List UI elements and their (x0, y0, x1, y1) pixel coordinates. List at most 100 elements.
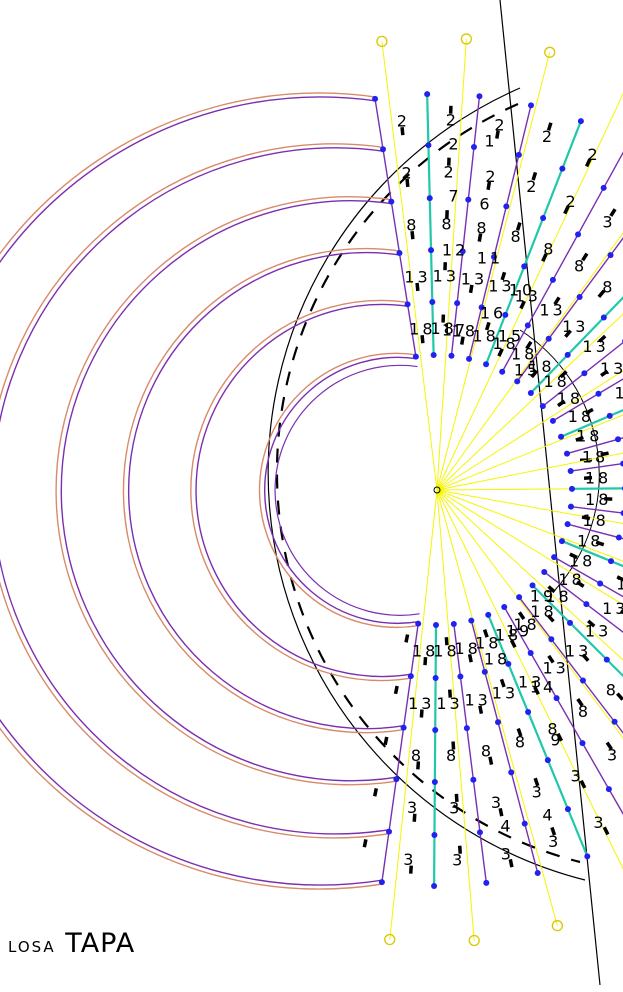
panel-label: 18 (585, 490, 611, 509)
panel-label: 19 (506, 622, 532, 641)
support-line (436, 489, 475, 941)
rebar-mark (564, 329, 572, 338)
beam-node (478, 304, 485, 311)
radial-beam-8 (542, 341, 623, 407)
beam-node (385, 828, 392, 835)
beam-node (605, 786, 612, 793)
panel-label: 19 (530, 587, 556, 606)
radial-beams (374, 94, 623, 886)
beam-node (501, 604, 508, 611)
rebar-mark (423, 656, 428, 666)
beam-node (425, 142, 432, 149)
beam-node (481, 668, 488, 675)
radial-beam-24 (453, 623, 488, 884)
rebar-mark (525, 340, 533, 350)
rebar-mark (416, 761, 421, 770)
support-line (381, 41, 438, 491)
ring-beam-outer-4 (0, 143, 389, 839)
radial-beam-4 (485, 120, 582, 365)
radial-beam-17 (553, 556, 623, 598)
rebar-mark (563, 205, 570, 215)
rebar-mark (419, 709, 424, 718)
beam-node (548, 636, 555, 643)
panel-label: 8 (574, 257, 587, 276)
panel-label: 8 (547, 719, 560, 738)
panel-label: 18 (569, 551, 595, 570)
panel-label: 18 (484, 650, 510, 669)
panel-label: 18 (576, 427, 602, 446)
beam-node (600, 184, 607, 191)
ring-beam-inner-0 (263, 356, 419, 625)
rebar-mark (457, 845, 462, 854)
radial-beam-11 (566, 437, 623, 455)
beam-node (428, 247, 435, 254)
rebar-mark (547, 585, 556, 594)
panel-label: 8 (411, 746, 424, 765)
rebar-mark (460, 336, 465, 345)
beam-node (575, 231, 582, 238)
rebar-mark (533, 777, 540, 787)
support-line (436, 489, 623, 661)
rebar-mark (498, 807, 504, 817)
ring-beam-outer-3 (55, 196, 397, 786)
panel-label: 3 (403, 850, 416, 869)
ring-beam-inner-1 (195, 303, 412, 678)
radial-beam-16 (561, 540, 623, 568)
support-line (436, 313, 623, 491)
panel-label: 16 (480, 304, 506, 323)
ring-beam-outer-2 (122, 247, 404, 734)
rebar-mark (400, 127, 405, 136)
support-line (436, 370, 623, 491)
beam-node (430, 352, 437, 359)
beam-node (606, 412, 613, 419)
beam-node (597, 580, 604, 587)
rebar-mark (547, 654, 555, 664)
beam-node (577, 118, 584, 125)
rebar-mark (484, 321, 491, 331)
panel-label: 2 (542, 127, 555, 146)
beam-node (463, 725, 470, 732)
rebar-mark (609, 208, 617, 217)
rebar-mark (516, 727, 523, 737)
panel-label: 18 (585, 468, 611, 487)
panel-label: 8 (441, 215, 454, 234)
beam-node (476, 829, 483, 836)
beam-node (615, 436, 622, 443)
panel-label: 2 (444, 162, 457, 181)
beam-node (567, 619, 574, 626)
beam-node (527, 650, 534, 657)
beam-node (563, 450, 570, 457)
beam-node (495, 719, 502, 726)
ring-beam-inner-4 (0, 147, 390, 835)
panel-label: 13 (515, 287, 541, 306)
rebar-mark (581, 515, 591, 521)
radial-beam-15 (567, 523, 623, 540)
rebar-mark (393, 685, 399, 695)
rebar-mark (616, 575, 623, 582)
support-marker (460, 33, 472, 45)
rebar-mark (585, 407, 594, 415)
panel-label: 2 (526, 177, 539, 196)
rebar-mark (447, 689, 453, 698)
rebar-mark (533, 686, 540, 696)
panel-label: 8 (446, 746, 459, 765)
ring-beam-inner-5 (0, 96, 383, 886)
panel-label: 3 (491, 793, 504, 812)
radial-beam-25 (432, 624, 438, 886)
rebar-mark (495, 130, 500, 139)
rebar-mark (508, 858, 514, 868)
support-line (436, 232, 623, 491)
support-marker (468, 934, 480, 947)
beam-node (620, 460, 623, 467)
rebar-mark (550, 826, 557, 836)
center-detail-arc (519, 329, 600, 591)
beam-node (468, 617, 475, 624)
support-line (436, 489, 558, 926)
panel-label: 18 (577, 532, 603, 551)
beam-node (581, 370, 588, 377)
radial-beam-14 (570, 505, 623, 514)
panel-label: 17 (442, 321, 468, 340)
support-marker (376, 35, 388, 48)
beam-node (483, 361, 490, 368)
support-line (389, 489, 438, 940)
